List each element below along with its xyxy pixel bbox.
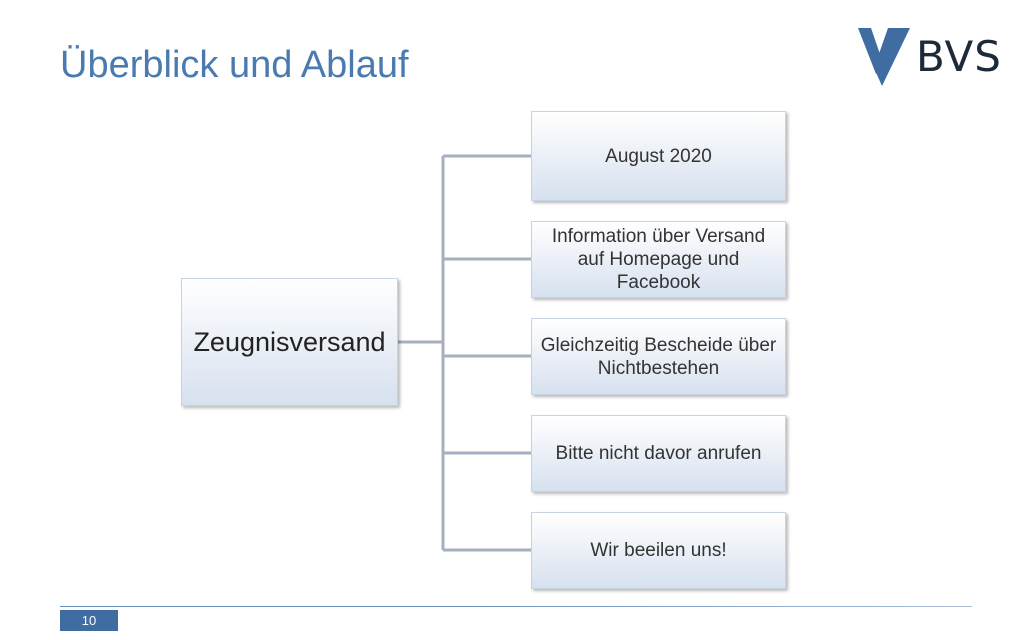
child-node-information-versand: Information über Versand auf Homepage un…	[531, 221, 786, 298]
bvs-logo-text: BVS	[916, 32, 1002, 81]
footer-divider	[60, 606, 972, 607]
child-node-august-2020: August 2020	[531, 111, 786, 201]
child-node-bescheide-nichtbestehen: Gleichzeitig Bescheide über Nichtbestehe…	[531, 318, 786, 395]
root-node-zeugnisversand: Zeugnisversand	[181, 278, 398, 406]
child-node-nicht-anrufen: Bitte nicht davor anrufen	[531, 415, 786, 492]
child-node-wir-beeilen-uns: Wir beeilen uns!	[531, 512, 786, 589]
bvs-logo-mark-icon	[858, 28, 910, 86]
bvs-logo: BVS	[858, 28, 1004, 90]
page-number: 10	[60, 610, 118, 631]
slide-title: Überblick und Ablauf	[60, 44, 409, 86]
